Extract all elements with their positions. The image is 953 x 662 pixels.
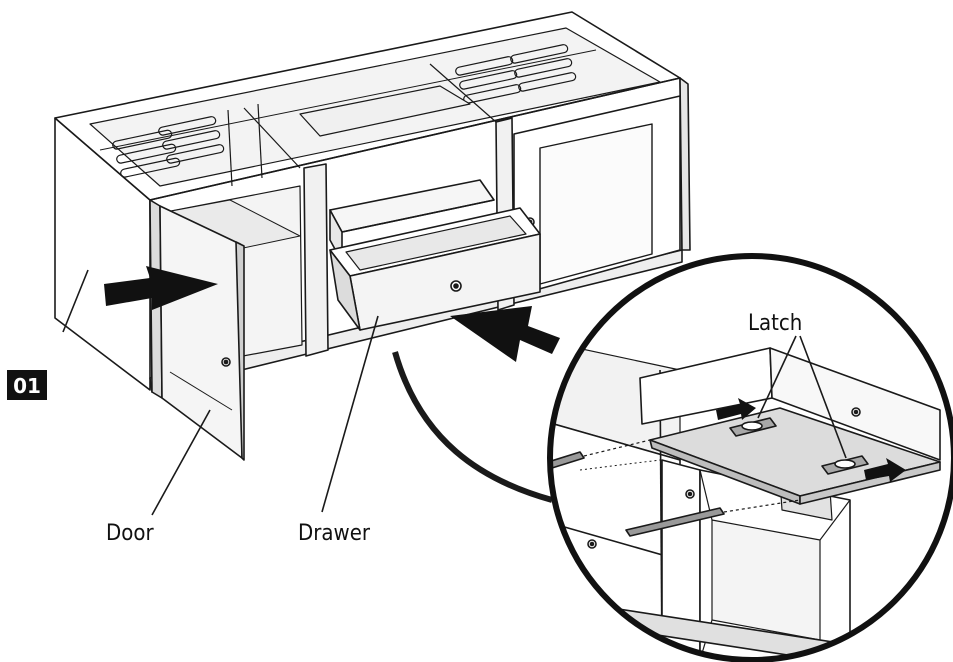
right-cabinet-door [513, 95, 681, 297]
latch-label: Latch [748, 311, 802, 336]
drawer-slide-rails [550, 439, 801, 537]
push-arrow-drawer [450, 306, 560, 362]
zoom-connector [392, 351, 553, 503]
step-leader-line [62, 269, 89, 333]
left-door-panel [149, 199, 245, 461]
step-number: 01 [13, 374, 41, 398]
zoom-detail-circle [547, 253, 953, 662]
step-badge: 01 [7, 370, 47, 400]
drawer-leader-line [321, 315, 379, 513]
door-leader-line [151, 409, 211, 516]
drawer-label: Drawer [298, 521, 371, 546]
latch-arrows [716, 398, 906, 482]
latch-leader-left [757, 335, 797, 419]
latch-leader-right [799, 335, 847, 459]
latch-left [729, 417, 777, 437]
vent-slots-left [112, 116, 225, 178]
drawer [329, 207, 541, 331]
door-label: Door [106, 521, 154, 546]
vent-slots-right [455, 44, 577, 104]
push-arrow-door [104, 266, 218, 310]
latch-right [821, 455, 869, 475]
